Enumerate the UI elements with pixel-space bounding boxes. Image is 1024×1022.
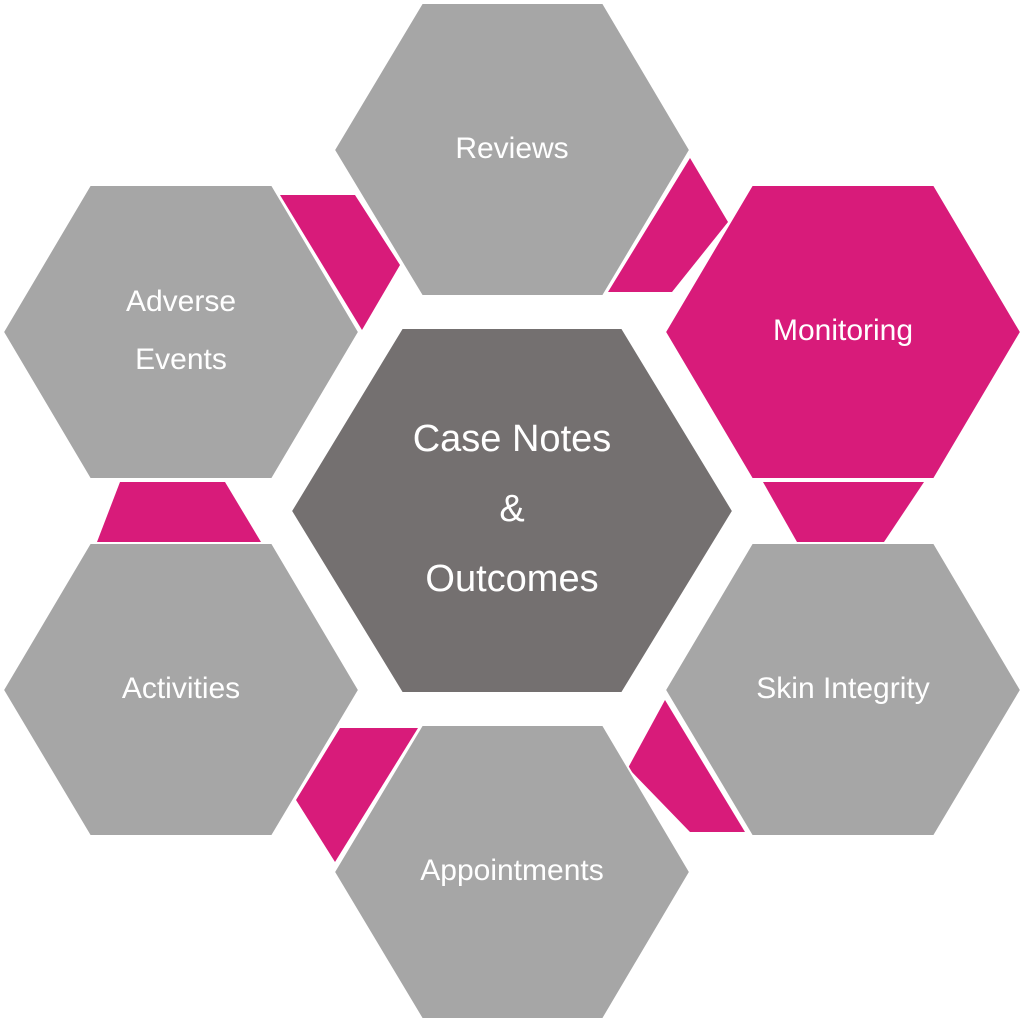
- hexagon-label-reviews: Reviews: [455, 132, 568, 165]
- hexagon-label-skin-integrity: Skin Integrity: [756, 672, 929, 705]
- connectors: [97, 158, 924, 862]
- label-line: Reviews: [455, 132, 568, 165]
- connector-reviews-monitoring: [608, 158, 728, 292]
- center-label: Case Notes & Outcomes: [413, 418, 612, 600]
- label-line: Outcomes: [425, 558, 598, 600]
- hexagon-skin-integrity: Skin Integrity: [663, 542, 1023, 837]
- label-line: Skin Integrity: [756, 672, 929, 705]
- connector-appointments-activities: [296, 728, 418, 862]
- label-line: Monitoring: [773, 314, 913, 347]
- label-line: Case Notes: [413, 418, 612, 460]
- hexagon-monitoring: Monitoring: [663, 184, 1023, 480]
- hexagon-reviews: Reviews: [332, 2, 692, 297]
- hexagon-label-activities: Activities: [122, 672, 240, 705]
- connector-activities-adverse: [97, 482, 261, 542]
- connector-adverse-reviews: [280, 195, 400, 330]
- label-line: Events: [135, 343, 227, 376]
- label-line: Appointments: [420, 854, 603, 887]
- label-line: Activities: [122, 672, 240, 705]
- connector-skin-appointments: [628, 700, 745, 832]
- hexagon-activities: Activities: [1, 542, 361, 837]
- hexagon-center: Case Notes & Outcomes: [289, 327, 735, 694]
- hexagon-label-appointments: Appointments: [420, 854, 603, 887]
- label-line: Adverse: [126, 285, 236, 318]
- connector-monitoring-skin: [763, 482, 924, 542]
- hexagon-appointments: Appointments: [332, 724, 692, 1020]
- label-line: &: [499, 488, 524, 530]
- hexagon-label-monitoring: Monitoring: [773, 314, 913, 347]
